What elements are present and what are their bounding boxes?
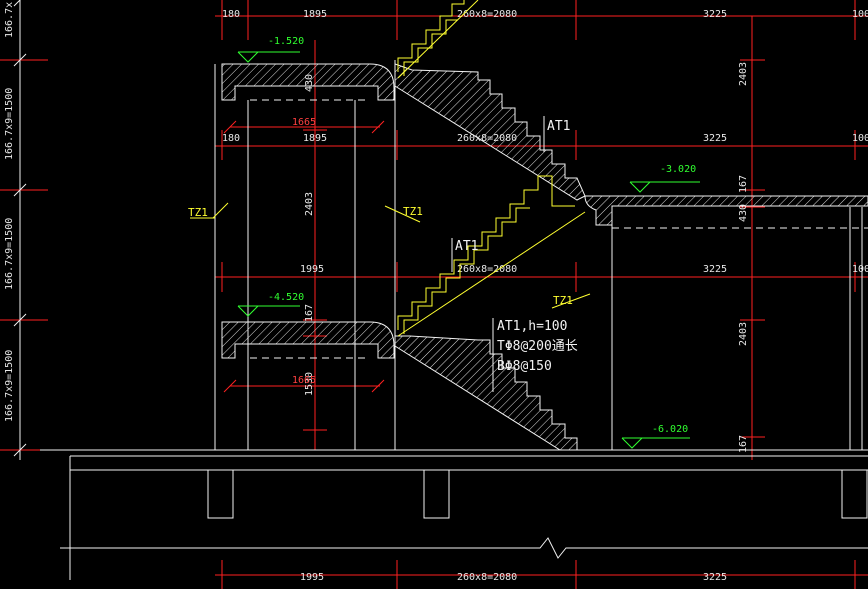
dim-r2-0: 180 [222,133,240,144]
dim-landing-lower: 1665 [292,375,316,386]
left-axis-label-2: 166.7x9=1500 [4,218,15,290]
dimension-texts: 180 1895 260x8=2080 3225 100 180 1895 26… [222,9,868,583]
dim-v-6: 167 [304,304,315,322]
dim-r3-3: 100 [852,264,868,275]
landing-lower [221,321,395,359]
dim-r4-1: 260x8=2080 [457,572,517,583]
dim-v-2: 2403 [738,322,749,346]
dim-v-4: 430 [738,204,749,222]
left-axis-label-1: 166.7x9=1500 [4,88,15,160]
dim-v-0: 2403 [738,62,749,86]
stair-yellow-middle [397,175,586,337]
note-line-3: BΦ8@150 [497,359,552,374]
tz-tag-2: TZ1 [403,205,423,218]
dim-r3-0: 1995 [300,264,324,275]
dim-r1-0: 180 [222,9,240,20]
dim-r3-1: 260x8=2080 [457,264,517,275]
level-markers: -1.520 -3.020 -4.520 -6.020 [237,36,700,449]
dim-r2-3: 3225 [703,133,727,144]
note-line-2: TΦ8@200通长 [497,339,578,354]
tz-tag-1: TZ1 [188,206,208,219]
stair-flight-1 [394,63,586,201]
dimension-chains [215,0,868,589]
column-tags: TZ1 TZ1 TZ1 [188,202,591,309]
level-marker-4: -6.020 [621,424,690,449]
stair-flight-2 [394,335,578,451]
tz-tag-3: TZ1 [553,294,573,307]
dim-v-5: 167 [738,175,749,193]
level-marker-3: -4.520 [237,292,304,317]
landing-upper [221,63,395,101]
stair-tags: AT1 AT1 AT1,h=100 TΦ8@200通长 BΦ8@150 [451,116,578,392]
left-axis-label-3: 166.7x9=1500 [4,350,15,422]
dim-landing-upper: 1665 [292,117,316,128]
dim-r0-right: 100 [852,9,868,20]
dim-v-7: 167 [738,435,749,453]
dim-r1-1: 1895 [303,9,327,20]
note-line-1: AT1,h=100 [497,319,567,334]
landing-middle-right [584,195,868,229]
stair-yellow-upper [397,0,479,79]
at1-tag-middle: AT1 [455,239,478,254]
level-marker-1: -1.520 [237,36,304,63]
dim-v-1: 2403 [304,192,315,216]
dim-r2-1: 1895 [303,133,327,144]
at1-tag-upper: AT1 [547,119,570,134]
dim-r1-2: 260x8=2080 [457,9,517,20]
dim-r1-3: 3225 [703,9,727,20]
dim-r2-4: 100 [852,133,868,144]
level-text-3: -4.520 [268,292,304,303]
left-axis: 166.7x 166.7x9=1500 166.7x9=1500 166.7x9… [0,0,48,460]
level-text-2: -3.020 [660,164,696,175]
dim-r4-2: 3225 [703,572,727,583]
dim-r3-2: 3225 [703,264,727,275]
dim-r4-0: 1995 [300,572,324,583]
level-text-1: -1.520 [268,36,304,47]
dim-v-8: 1530 [304,372,315,396]
structure-outline [40,60,868,580]
level-text-4: -6.020 [652,424,688,435]
level-marker-2: -3.020 [629,164,700,193]
left-axis-label-0: 166.7x [4,2,15,38]
